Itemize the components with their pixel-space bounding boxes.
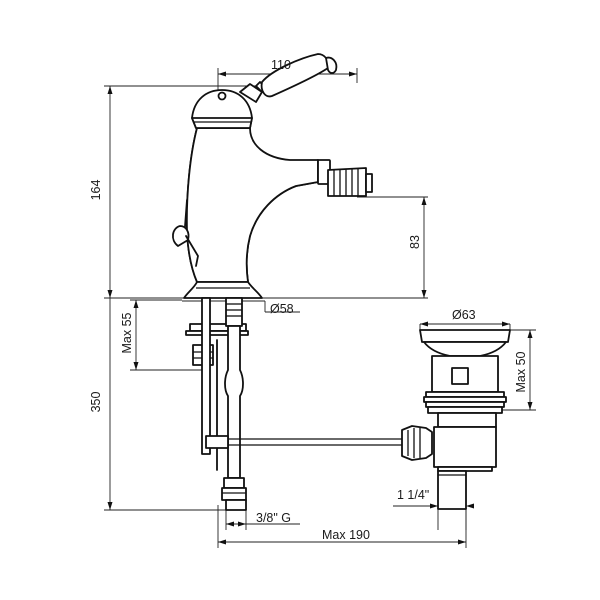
dim-deck-thickness: Max 55	[120, 312, 134, 353]
dimension-labels: 110 164 83 Ø58 Max 55 350 3/8" G Max 190…	[89, 58, 528, 542]
dim-total-height: 164	[89, 180, 103, 201]
dim-handle-reach: 110	[271, 58, 291, 72]
dim-inlet-thread: 3/8" G	[256, 511, 291, 525]
dimension-arrows	[107, 71, 533, 545]
dim-max-distance: Max 190	[322, 528, 370, 542]
dim-spout-height: 83	[408, 235, 422, 249]
dimension-lines	[104, 68, 536, 548]
waste-drain	[419, 329, 511, 510]
dim-waste-height: Max 50	[514, 351, 528, 392]
under-deck-fixings	[185, 297, 249, 511]
dim-hose-length: 350	[89, 392, 103, 413]
linkage-rod	[205, 425, 433, 461]
tap-body	[172, 53, 373, 299]
dim-base-diameter: Ø58	[270, 302, 294, 316]
dim-waste-diameter: Ø63	[452, 308, 476, 322]
dim-waste-thread: 1 1/4"	[397, 488, 429, 502]
